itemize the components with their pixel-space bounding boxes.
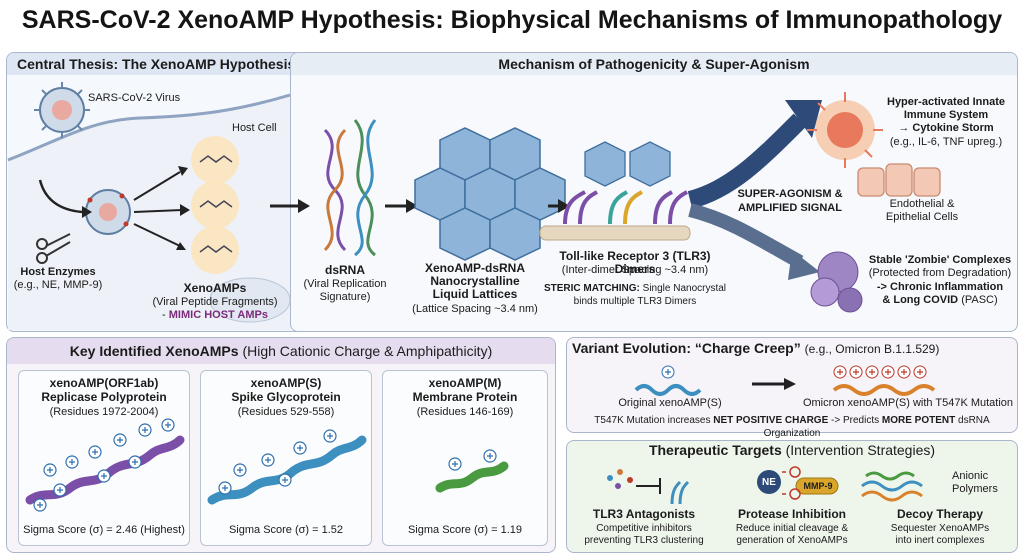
xenoamp-fragment-icons xyxy=(191,136,239,274)
therapeutic-header-rest: (Intervention Strategies) xyxy=(785,442,936,458)
lattice-title1: XenoAMP-dsRNA xyxy=(424,261,525,275)
card2-score: Sigma Score (σ) = 1.52 xyxy=(228,524,344,536)
virus-icon xyxy=(34,82,90,138)
therapy-3-line2: into inert complexes xyxy=(895,535,985,546)
steric-text2: binds multiple TLR3 Dimers xyxy=(573,296,697,307)
ne-label: NE xyxy=(762,477,776,488)
zombie-pasc: (PASC) xyxy=(961,294,998,306)
anionic-2: Polymers xyxy=(952,483,998,495)
variant-note-e: dsRNA Organization xyxy=(763,415,990,439)
card3-protein: Membrane Protein xyxy=(412,390,518,404)
endothelial-1: Endothelial & xyxy=(889,198,955,210)
lattice-hexagon-icon xyxy=(414,127,566,261)
host-cell-label: Host Cell xyxy=(232,122,277,134)
tlr3-dimer-icons xyxy=(584,141,671,187)
variant-note-a: T547K Mutation increases xyxy=(594,415,711,426)
therapy-1-line1: Competitive inhibitors xyxy=(596,523,692,534)
host-enzymes-title: Host Enzymes xyxy=(20,266,96,278)
hyper-line2: Immune System xyxy=(903,109,989,121)
variant-note: T547K Mutation increases NET POSITIVE CH… xyxy=(568,414,1016,440)
card3-residues: (Residues 146-169) xyxy=(416,406,514,418)
hyper-line3: → Cytokine Storm xyxy=(898,122,994,134)
mmp-label: MMP-9 xyxy=(803,481,833,491)
key-header-rest: (High Cationic Charge & Amphipathicity) xyxy=(242,343,493,359)
zombie-line3: & Long COVID (PASC) xyxy=(862,294,1018,307)
variant-header-bold: Variant Evolution: “Charge Creep” xyxy=(572,340,801,356)
variant-omicron: Omicron xenoAMP(S) with T547K Mutation xyxy=(802,397,1014,409)
xenoamps-mimic-text: MIMIC HOST AMPs xyxy=(168,309,268,321)
variant-note-b: NET POSITIVE CHARGE xyxy=(713,415,829,426)
key-header-bold: Key Identified XenoAMPs xyxy=(69,343,239,359)
therapy-2-line1: Reduce initial cleavage & xyxy=(735,523,849,534)
key-xenoamps-header: Key Identified XenoAMPs (High Cationic C… xyxy=(7,338,555,364)
xenoamps-sub: (Viral Peptide Fragments) xyxy=(152,296,278,308)
zombie-complex-icon xyxy=(810,251,863,313)
variant-header: Variant Evolution: “Charge Creep” (e.g.,… xyxy=(572,340,1012,356)
super-agonism-1: SUPER-AGONISM & xyxy=(737,188,843,200)
therapy-2-line2: generation of XenoAMPs xyxy=(736,535,848,546)
card2-name: xenoAMP(S) xyxy=(250,376,322,390)
card1-score: Sigma Score (σ) = 2.46 (Highest) xyxy=(23,524,185,536)
therapy-2-title: Protease Inhibition xyxy=(737,507,846,521)
card1-name: xenoAMP(ORF1ab) xyxy=(49,376,159,390)
dsrna-sub2: Signature) xyxy=(319,291,371,303)
dsrna-sub1: (Viral Replication xyxy=(303,278,387,290)
dsrna-helix-icon xyxy=(323,119,377,257)
xenoamps-mimic: - MIMIC HOST AMPs xyxy=(140,309,290,322)
card3-score: Sigma Score (σ) = 1.19 xyxy=(407,524,523,536)
therapy-1-line2: preventing TLR3 clustering xyxy=(584,535,704,546)
hyper-sub: (e.g., IL-6, TNF upreg.) xyxy=(889,136,1003,148)
card2-residues: (Residues 529-558) xyxy=(237,406,335,418)
therapy-3-line1: Sequester XenoAMPs xyxy=(890,523,990,534)
virus-label: SARS-CoV-2 Virus xyxy=(88,92,181,104)
variant-original: Original xenoAMP(S) xyxy=(618,397,722,409)
mechanism-illustration xyxy=(7,82,941,323)
steric-bold: STERIC MATCHING: xyxy=(543,283,640,294)
steric-text: Single Nanocrystal xyxy=(642,283,727,294)
page-title: SARS-CoV-2 XenoAMP Hypothesis: Biophysic… xyxy=(21,6,1003,34)
cytokine-storm-icon xyxy=(807,92,883,168)
tlr3-sub: (Inter-dimer Spacing ~3.4 nm) xyxy=(561,264,709,276)
endothelial-cells-icon xyxy=(857,163,941,197)
variant-header-rest: (e.g., Omicron B.1.1.529) xyxy=(804,342,940,356)
xenoamps-dash: - xyxy=(162,309,166,321)
card2-protein: Spike Glycoprotein xyxy=(231,390,341,404)
zombie-long-covid: & Long COVID xyxy=(882,294,959,306)
hyper-line1: Hyper-activated Innate xyxy=(887,96,1005,108)
mechanism-header: Mechanism of Pathogenicity & Super-Agoni… xyxy=(291,53,1017,75)
therapy-3-title: Decoy Therapy xyxy=(896,507,984,521)
card3-name: xenoAMP(M) xyxy=(428,376,502,390)
therapeutic-header-bold: Therapeutic Targets xyxy=(648,442,782,458)
lattice-sub: (Lattice Spacing ~3.4 nm) xyxy=(412,303,538,315)
dsrna-title: dsRNA xyxy=(324,263,365,277)
tlr3-title: Toll-like Receptor 3 (TLR3) Dimers xyxy=(559,249,711,276)
scissors-icon xyxy=(36,233,71,264)
therapeutic-header: Therapeutic Targets (Intervention Strate… xyxy=(570,442,1014,458)
therapy-1-title: TLR3 Antagonists xyxy=(592,507,696,521)
zombie-line2: -> Chronic Inflammation xyxy=(876,281,1004,293)
central-thesis-header: Central Thesis: The XenoAMP Hypothesis xyxy=(7,53,335,75)
zombie-title: Stable 'Zombie' Complexes xyxy=(868,254,1012,266)
xenoamps-title: XenoAMPs xyxy=(183,281,247,295)
zombie-sub: (Protected from Degradation) xyxy=(868,267,1012,279)
lattice-title3: Liquid Lattices xyxy=(432,287,518,301)
super-agonism-2: AMPLIFIED SIGNAL xyxy=(738,202,842,214)
anionic-1: Anionic xyxy=(952,470,989,482)
variant-note-c: -> Predicts xyxy=(831,415,880,426)
steric-note: STERIC MATCHING: Single Nanocrystal xyxy=(530,282,740,295)
host-enzymes-sub: (e.g., NE, MMP-9) xyxy=(13,279,103,291)
card1-protein: Replicase Polyprotein xyxy=(41,390,167,404)
card1-residues: (Residues 1972-2004) xyxy=(49,406,159,418)
variant-note-d: MORE POTENT xyxy=(881,415,956,426)
endothelial-2: Epithelial Cells xyxy=(885,211,959,223)
lattice-title2: Nanocrystalline xyxy=(430,274,520,288)
virus-cleaved-icon xyxy=(85,189,131,235)
